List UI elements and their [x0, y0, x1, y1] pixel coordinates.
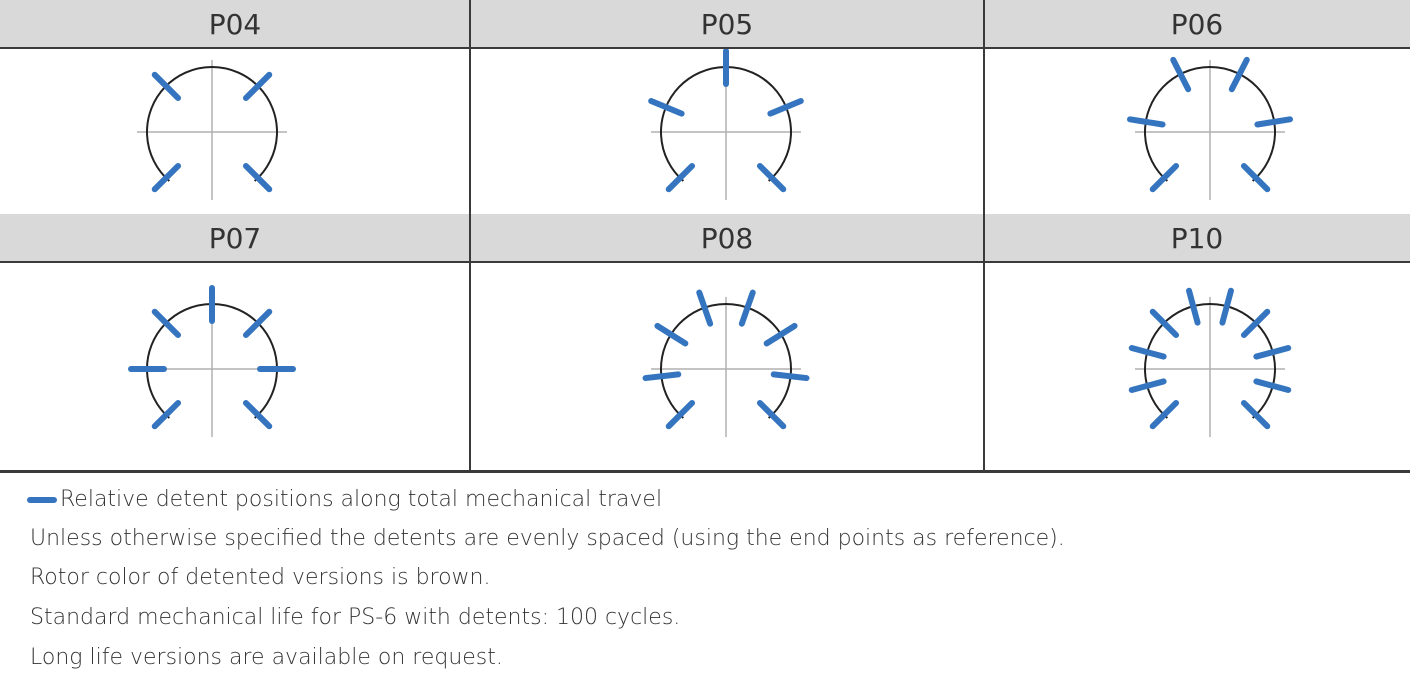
detent-mark: [242, 308, 273, 339]
detent-mark: [1219, 287, 1234, 326]
detent-mark: [767, 98, 804, 117]
detent-mark: [1240, 399, 1271, 430]
detent-mark: [654, 322, 689, 347]
note-mechanical-life: Standard mechanical life for PS-6 with d…: [30, 605, 681, 630]
detent-mark: [1170, 56, 1192, 93]
header-p05: P05: [470, 0, 984, 47]
detent-mark: [696, 289, 714, 327]
detent-mark: [1128, 378, 1167, 393]
detent-mark: [151, 162, 182, 193]
detent-mark: [242, 399, 273, 430]
header-p10: P10: [984, 214, 1410, 261]
detent-mark: [756, 399, 787, 430]
detent-mark: [756, 162, 787, 193]
divider: [983, 0, 985, 471]
header-p06: P06: [984, 0, 1410, 47]
detent-mark: [1128, 345, 1167, 360]
detent-mark: [642, 371, 682, 382]
travel-arc: [146, 66, 278, 182]
detent-mark: [242, 71, 273, 102]
detent-mark: [665, 399, 696, 430]
detent-mark: [1254, 116, 1294, 128]
header-p04: P04: [0, 0, 470, 47]
detent-mark: [1253, 345, 1292, 360]
divider: [469, 0, 471, 471]
detent-mark: [151, 399, 182, 430]
detent-diagrams: [128, 48, 1294, 437]
detent-mark: [242, 162, 273, 193]
header-p07: P07: [0, 214, 470, 261]
divider: [0, 261, 1410, 263]
header-p08: P08: [470, 214, 984, 261]
detent-mark: [1240, 308, 1271, 339]
travel-arc: [1144, 303, 1276, 419]
detent-mark: [1240, 162, 1271, 193]
note-rotor-color: Rotor color of detented versions is brow…: [30, 565, 491, 590]
detent-mark: [1186, 287, 1201, 326]
detent-table: P04 P05 P06 P07 P08 P10: [0, 0, 1410, 473]
detent-mark: [151, 71, 182, 102]
detent-mark: [763, 322, 798, 347]
detent-mark: [1253, 378, 1292, 393]
detent-mark: [770, 371, 810, 382]
detent-legend-swatch: [27, 497, 57, 503]
legend-text: Relative detent positions along total me…: [60, 487, 663, 512]
divider: [0, 470, 1410, 473]
detent-mark: [1149, 399, 1180, 430]
travel-arc: [1144, 66, 1276, 182]
detent-mark: [738, 289, 756, 327]
detent-mark: [1149, 308, 1180, 339]
detent-mark: [1228, 56, 1250, 93]
note-long-life: Long life versions are available on requ…: [30, 645, 503, 670]
detent-mark: [665, 162, 696, 193]
detent-mark: [1126, 116, 1166, 128]
note-spacing: Unless otherwise specified the detents a…: [30, 526, 1065, 551]
detent-mark: [151, 308, 182, 339]
detent-mark: [1149, 162, 1180, 193]
detent-mark: [648, 98, 685, 117]
divider: [0, 47, 1410, 49]
